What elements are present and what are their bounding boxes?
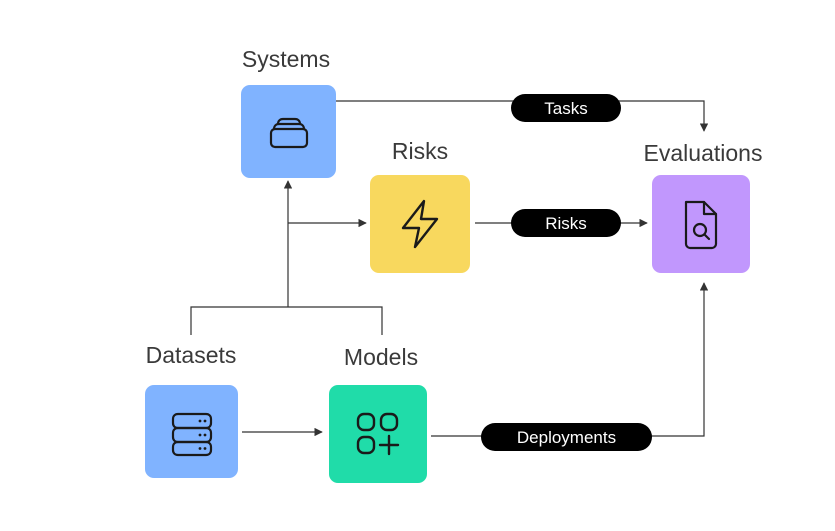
edge-models-to-evaluations — [431, 282, 709, 437]
evaluations-node — [652, 175, 750, 273]
edge-label-risks: Risks — [511, 209, 621, 237]
edge-systems-to-evaluations — [336, 100, 709, 132]
models-title: Models — [343, 344, 419, 370]
datasets-node — [145, 385, 238, 478]
evaluations-title: Evaluations — [643, 140, 763, 166]
archive-drawer-icon — [269, 117, 308, 148]
risks-node — [370, 175, 470, 273]
apps-grid-plus-icon — [356, 412, 400, 456]
lightning-bolt-icon — [401, 199, 439, 249]
server-stack-icon — [171, 412, 212, 456]
systems-title: Systems — [241, 46, 331, 72]
models-node — [329, 385, 427, 483]
edge-label-tasks: Tasks — [511, 94, 621, 122]
datasets-title: Datasets — [145, 342, 237, 368]
edge-datasets-branch — [190, 306, 383, 335]
edge-label-deployments: Deployments — [481, 423, 652, 451]
risks-title: Risks — [391, 138, 449, 164]
systems-node — [241, 85, 336, 178]
document-search-icon — [684, 200, 718, 250]
